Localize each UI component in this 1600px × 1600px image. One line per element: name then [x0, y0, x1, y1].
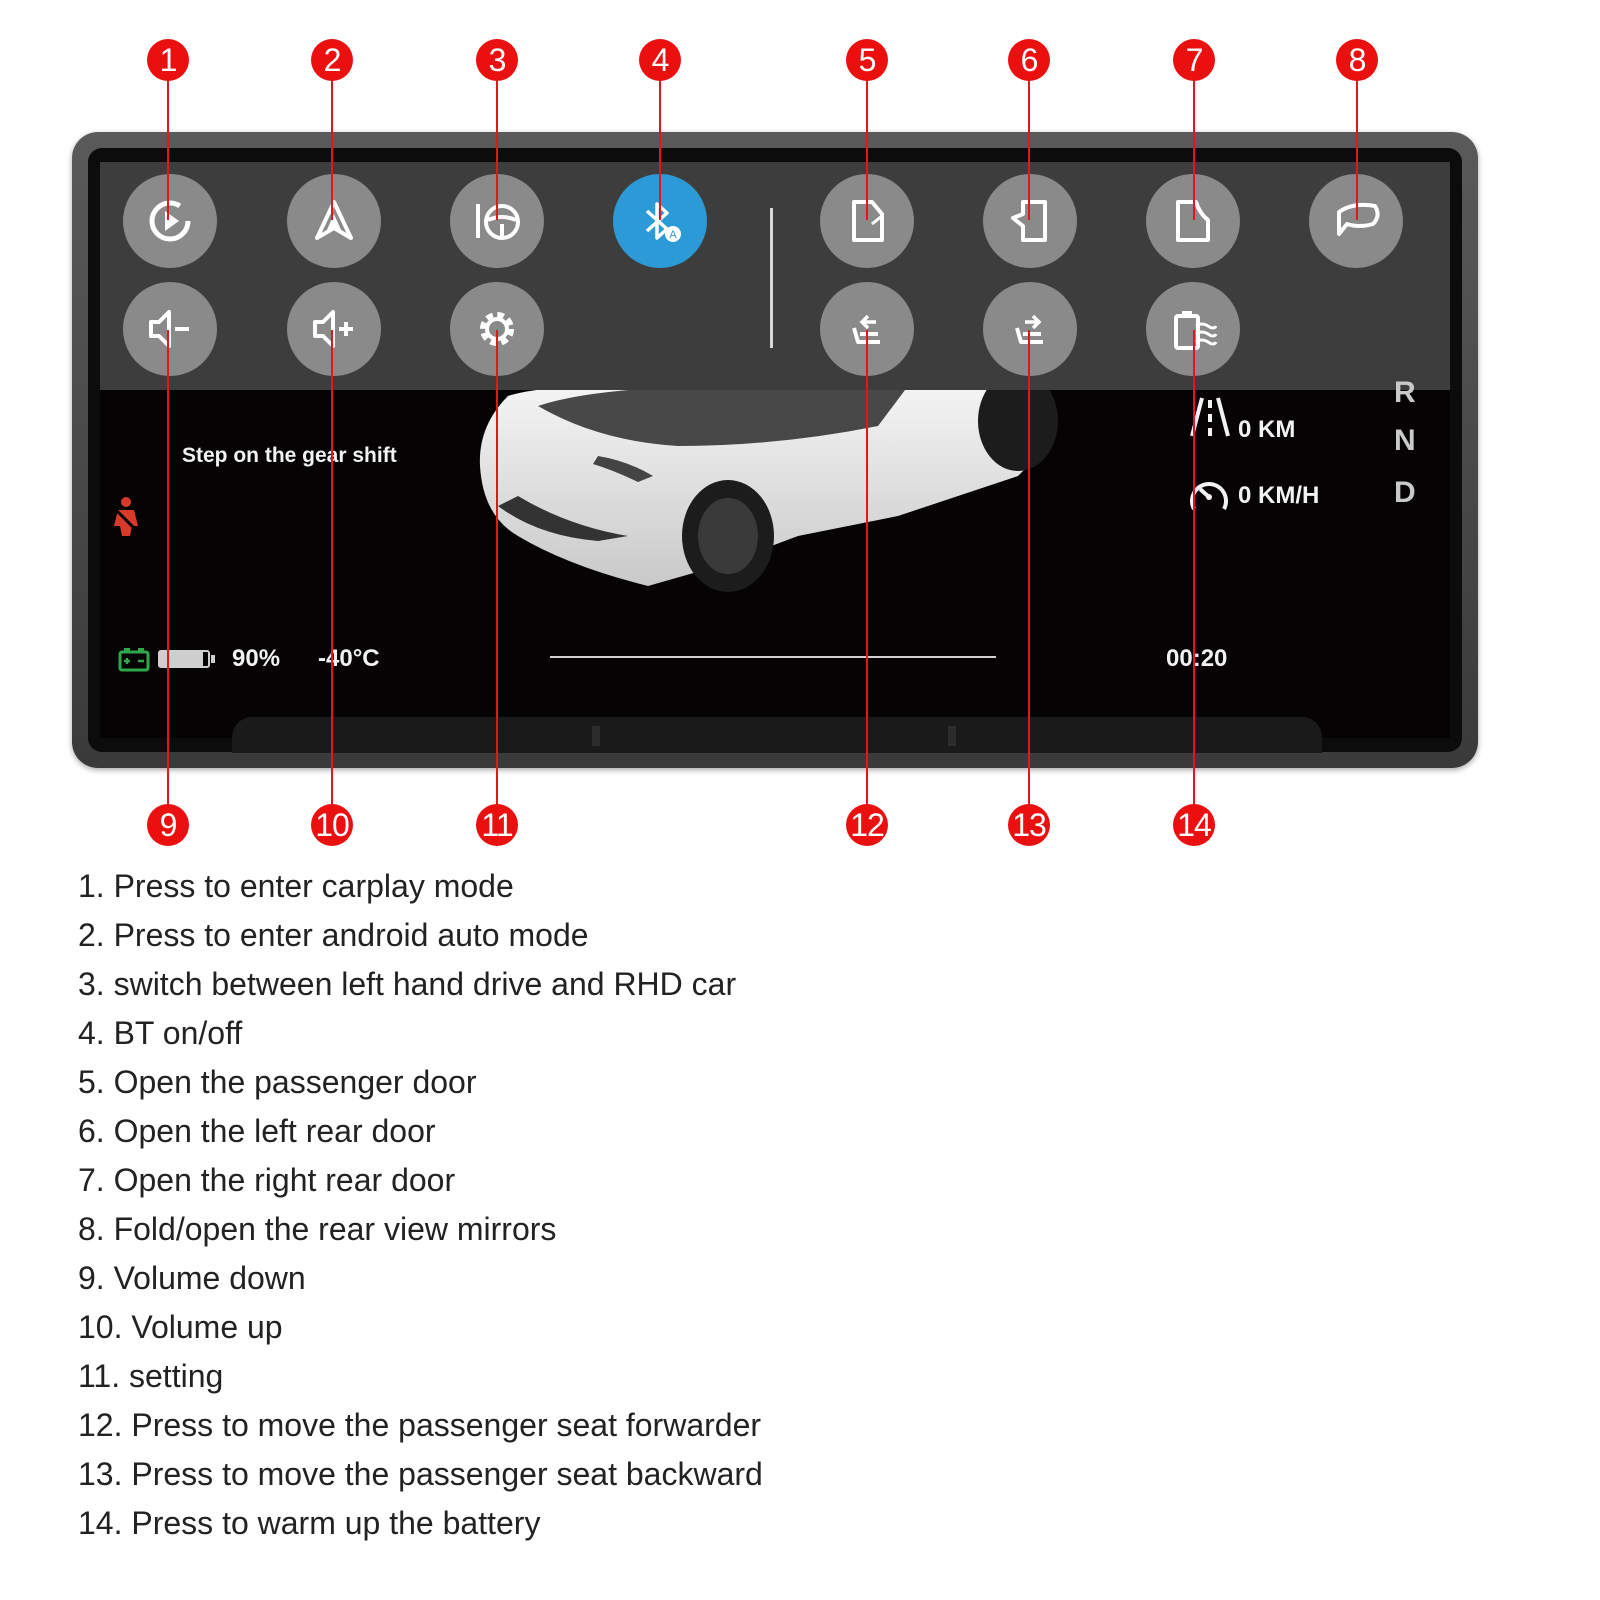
- battery-percent: 90%: [232, 645, 281, 672]
- clock-time: 00:20: [1166, 645, 1228, 672]
- callout-line: [331, 60, 333, 220]
- right-rear-door-icon: [1176, 200, 1210, 242]
- callout-badge-14: 14: [1173, 804, 1215, 846]
- callout-line: [167, 60, 169, 220]
- carplay-icon: [149, 200, 191, 242]
- seat-forward-button[interactable]: [820, 282, 914, 376]
- callout-badge-9: 9: [147, 804, 189, 846]
- callout-badge-5: 5: [846, 39, 888, 81]
- legend-item: 4. BT on/off: [78, 1015, 243, 1051]
- callout-line: [866, 330, 868, 824]
- callout-badge-1: 1: [147, 39, 189, 81]
- battery-bar-fill: [160, 652, 204, 666]
- volume-up-icon: [313, 310, 353, 348]
- legend-item: 13. Press to move the passenger seat bac…: [78, 1456, 763, 1492]
- callout-badge-2: 2: [311, 39, 353, 81]
- callout-line: [496, 330, 498, 824]
- left-rear-door-icon: [1011, 200, 1047, 242]
- volume-down-icon: [149, 310, 189, 348]
- callout-badge-11: 11: [476, 804, 518, 846]
- legend-item: 2. Press to enter android auto mode: [78, 917, 589, 953]
- callout-badge-10: 10: [311, 804, 353, 846]
- callout-badge-3: 3: [476, 39, 518, 81]
- road-icon: [1190, 397, 1230, 437]
- legend-list: 1. Press to enter carplay mode 2. Press …: [78, 862, 763, 1548]
- callout-badge-4: 4: [639, 39, 681, 81]
- legend-item: 9. Volume down: [78, 1260, 306, 1296]
- callout-line: [496, 60, 498, 220]
- callout-line: [1028, 330, 1030, 824]
- callout-badge-6: 6: [1008, 39, 1050, 81]
- svg-text:A: A: [669, 229, 677, 241]
- battery-bar: [158, 650, 210, 668]
- android-auto-button[interactable]: [287, 174, 381, 268]
- callout-badge-7: 7: [1173, 39, 1215, 81]
- gear-r: R: [1394, 380, 1416, 406]
- callout-line: [1028, 60, 1030, 220]
- stand-notch: [592, 726, 600, 746]
- speed-value: 0 KM/H: [1238, 482, 1320, 509]
- gear-message: Step on the gear shift: [182, 444, 397, 467]
- passenger-door-icon: [852, 200, 884, 242]
- progress-line: [550, 656, 996, 658]
- speedometer-icon: [1190, 482, 1228, 510]
- gear-n: N: [1394, 424, 1416, 457]
- car-image: [479, 386, 1058, 592]
- gear-d: D: [1394, 476, 1416, 509]
- callout-line: [1193, 330, 1195, 824]
- callout-line: [659, 60, 661, 220]
- legend-item: 5. Open the passenger door: [78, 1064, 477, 1100]
- left-rear-door-button[interactable]: [983, 174, 1077, 268]
- callout-line: [331, 330, 333, 824]
- battery-icon: [118, 648, 150, 672]
- callout-line: [866, 60, 868, 220]
- callout-line: [1356, 60, 1358, 220]
- seatbelt-warning-icon: [114, 497, 138, 536]
- callout-badge-8: 8: [1336, 39, 1378, 81]
- callout-badge-13: 13: [1008, 804, 1050, 846]
- legend-item: 1. Press to enter carplay mode: [78, 868, 514, 904]
- legend-item: 12. Press to move the passenger seat for…: [78, 1407, 762, 1443]
- carplay-button[interactable]: [123, 174, 217, 268]
- legend-item: 11. setting: [78, 1358, 224, 1394]
- callout-line: [1193, 60, 1195, 220]
- legend-item: 3. switch between left hand drive and RH…: [78, 966, 737, 1002]
- callout-badge-12: 12: [846, 804, 888, 846]
- legend-item: 7. Open the right rear door: [78, 1162, 456, 1198]
- seat-backward-button[interactable]: [983, 282, 1077, 376]
- temperature-value: -40°C: [318, 645, 380, 672]
- stand-notch: [948, 726, 956, 746]
- odometer-value: 0 KM: [1238, 416, 1296, 443]
- legend-item: 8. Fold/open the rear view mirrors: [78, 1211, 557, 1247]
- device-stand: [232, 717, 1322, 753]
- android-auto-icon: [315, 200, 353, 240]
- panel-divider: [770, 208, 773, 348]
- callout-line: [167, 330, 169, 824]
- legend-item: 6. Open the left rear door: [78, 1113, 436, 1149]
- seat-forward-icon: [852, 314, 880, 344]
- battery-bar-tip: [211, 655, 215, 663]
- volume-down-button[interactable]: [123, 282, 217, 376]
- battery-heat-icon: [1174, 311, 1218, 350]
- volume-up-button[interactable]: [287, 282, 381, 376]
- seat-backward-icon: [1015, 314, 1043, 344]
- legend-item: 10. Volume up: [78, 1309, 283, 1345]
- legend-item: 14. Press to warm up the battery: [78, 1505, 541, 1541]
- bluetooth-icon: A: [645, 202, 681, 242]
- steering-wheel-icon: [476, 204, 520, 240]
